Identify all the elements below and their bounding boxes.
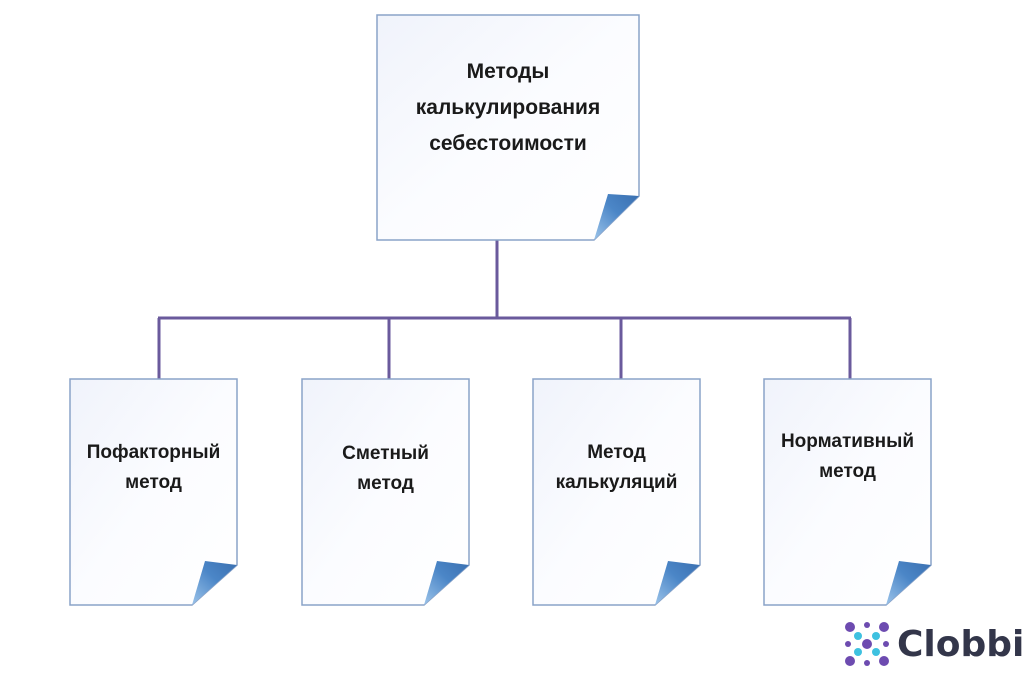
root-card-title: Методы калькулирования себестоимости bbox=[376, 54, 640, 162]
child-4-line-1: Нормативный bbox=[780, 431, 915, 452]
child-1-line-2: метод bbox=[125, 472, 182, 493]
child-card-1-title: Пофакторный метод bbox=[70, 438, 237, 498]
child-card-3 bbox=[532, 378, 701, 606]
child-card-4-title: Нормативный метод bbox=[764, 427, 931, 487]
child-2-line-1: Сметный bbox=[342, 443, 429, 464]
root-card bbox=[376, 14, 640, 241]
child-1-line-1: Пофакторный bbox=[86, 442, 221, 463]
child-card-1-fold-icon bbox=[192, 561, 237, 605]
child-card-4 bbox=[763, 378, 932, 606]
clobbi-watermark: Clobbi bbox=[843, 619, 1024, 669]
child-3-line-1: Метод bbox=[587, 442, 646, 463]
root-card-fold-icon bbox=[594, 194, 639, 240]
root-title-line-3: себестоимости bbox=[429, 132, 587, 155]
child-4-line-2: метод bbox=[819, 461, 876, 482]
connector-lines bbox=[157, 240, 852, 380]
root-title-line-2: калькулирования bbox=[415, 96, 601, 119]
child-3-line-2: калькуляций bbox=[555, 472, 678, 493]
child-card-4-fold-icon bbox=[886, 561, 931, 605]
child-card-3-fold-icon bbox=[655, 561, 700, 605]
child-2-line-2: метод bbox=[357, 473, 414, 494]
root-title-line-1: Методы bbox=[466, 60, 550, 83]
child-card-2-title: Сметный метод bbox=[302, 439, 469, 499]
child-card-2-fold-icon bbox=[424, 561, 469, 605]
child-card-3-title: Метод калькуляций bbox=[533, 438, 700, 498]
clobbi-logo-icon bbox=[845, 622, 889, 666]
child-card-2 bbox=[301, 378, 470, 606]
child-card-1 bbox=[69, 378, 238, 606]
clobbi-logo-text: Clobbi bbox=[897, 623, 1024, 665]
